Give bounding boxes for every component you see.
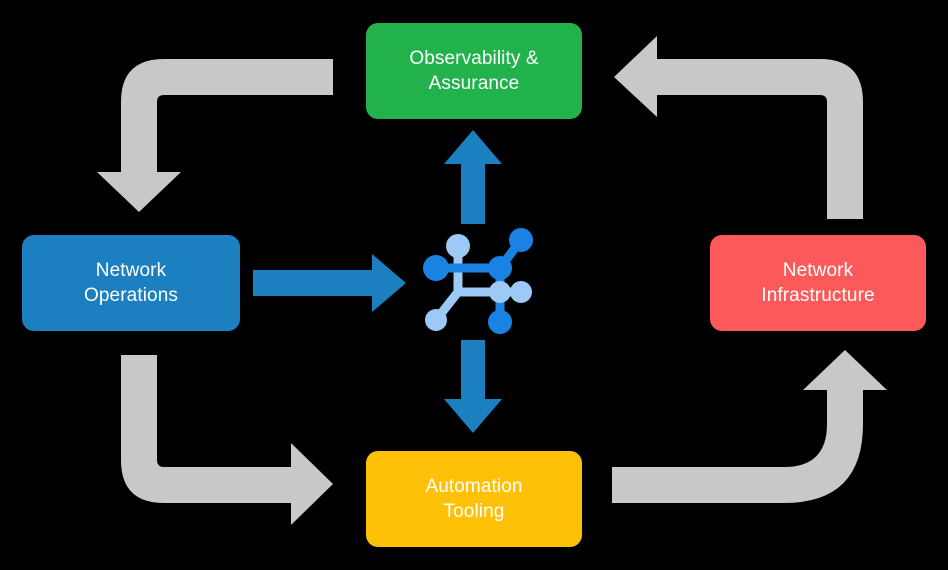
connector-netops-to-automation — [121, 355, 333, 525]
network-topology-icon — [423, 228, 533, 334]
node-network-operations-label: Network Operations — [84, 259, 178, 306]
connector-netops-to-center — [253, 254, 406, 312]
node-observability-assurance[interactable]: Observability & Assurance — [366, 23, 582, 119]
node-network-infrastructure[interactable]: Network Infrastructure — [710, 235, 926, 331]
node-observability-assurance-label: Observability & Assurance — [409, 47, 539, 94]
node-automation-tooling[interactable]: Automation Tooling — [366, 451, 582, 547]
connector-netinfra-to-observability — [614, 36, 863, 219]
connector-observability-to-netops — [97, 59, 333, 212]
connector-center-to-observability — [444, 130, 502, 224]
node-network-operations[interactable]: Network Operations — [22, 235, 240, 331]
node-network-infrastructure-label: Network Infrastructure — [761, 259, 875, 306]
node-automation-tooling-label: Automation Tooling — [425, 475, 523, 522]
connector-automation-to-netinfra — [612, 350, 887, 503]
connector-center-to-automation — [444, 340, 502, 433]
